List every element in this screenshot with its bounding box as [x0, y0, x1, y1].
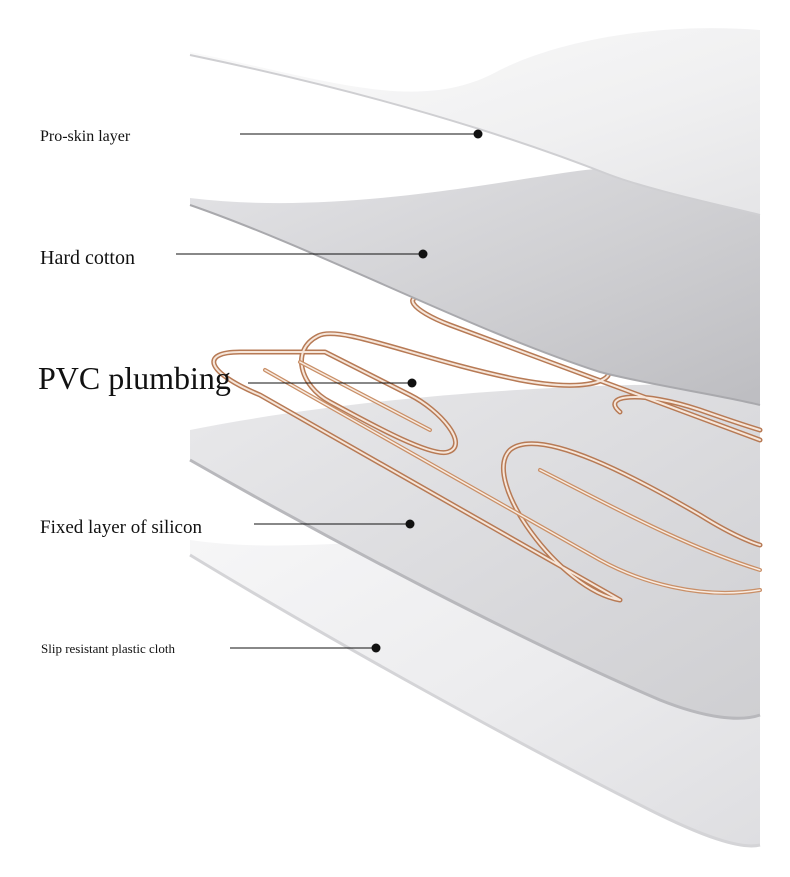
label-hard-cotton: Hard cotton	[40, 247, 135, 269]
label-slip-resistant-cloth: Slip resistant plastic cloth	[41, 641, 175, 656]
label-fixed-layer-silicon: Fixed layer of silicon	[40, 517, 202, 538]
layer-hard-cotton	[189, 166, 761, 406]
leader-silicon	[254, 519, 415, 529]
layer-pro-skin	[189, 28, 761, 216]
marker-dot	[473, 129, 483, 139]
marker-dot	[418, 249, 428, 259]
marker-dot	[405, 519, 415, 529]
marker-dot	[407, 378, 417, 388]
layer-pvc-tube	[211, 294, 763, 603]
layer-silicon	[189, 384, 761, 720]
label-pvc-plumbing: PVC plumbing	[38, 360, 231, 396]
leader-pro-skin	[240, 129, 483, 139]
marker-dot	[371, 643, 381, 653]
label-pro-skin-layer: Pro-skin layer	[40, 128, 131, 145]
leader-hard-cotton	[176, 249, 428, 259]
leader-pvc	[248, 378, 417, 388]
leader-slip-cloth	[230, 643, 381, 653]
